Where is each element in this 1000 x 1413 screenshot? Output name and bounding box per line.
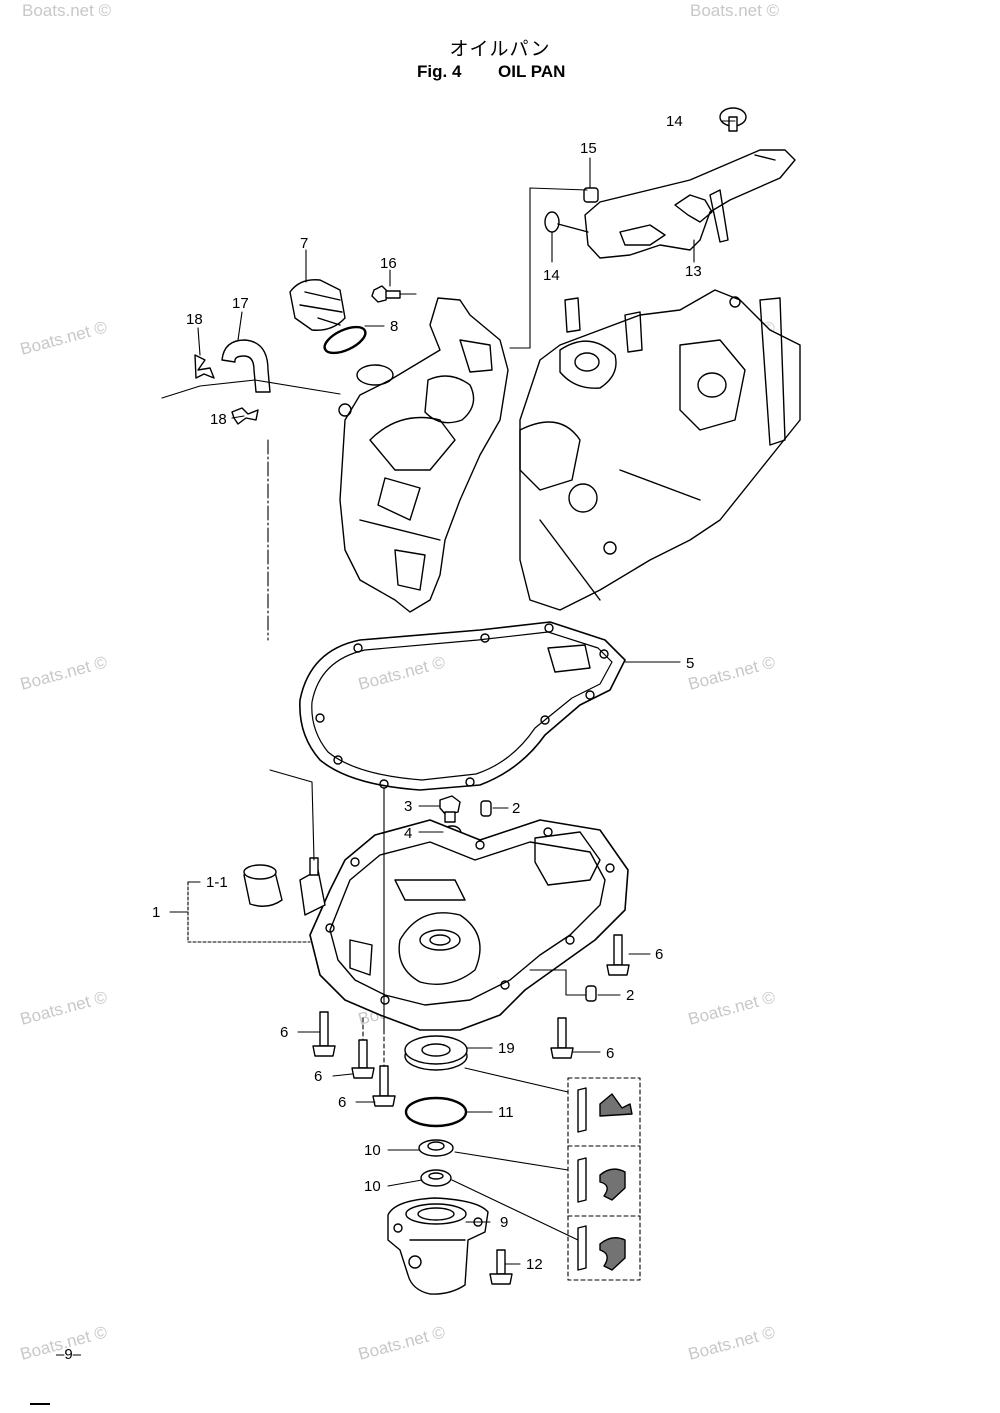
callout-15: 15: [580, 140, 597, 157]
collar-part-1-1: [243, 864, 283, 907]
callout-1: 1: [152, 904, 160, 921]
callout-3: 3: [404, 798, 412, 815]
oil-pan-part-1: [299, 819, 629, 1031]
callout-12: 12: [526, 1256, 543, 1273]
grommet-part-14-upper: [719, 107, 747, 132]
callout-6-right-lower: 6: [606, 1045, 614, 1062]
bracket-part-13: [584, 149, 796, 259]
callout-10-upper: 10: [364, 1142, 381, 1159]
hose-part-17: [221, 339, 271, 393]
callout-2-lower: 2: [626, 987, 634, 1004]
drain-plug-part-3: [439, 795, 461, 823]
leader-bracket-15: [509, 187, 588, 349]
watermark: Boats.net ©: [18, 652, 109, 694]
filler-cap-part-7: [289, 279, 346, 331]
title-japanese: オイルパン: [449, 38, 551, 60]
oil-seal-part-19: [404, 1035, 468, 1071]
o-ring-part-8: [323, 325, 367, 355]
leader-detail-19: [464, 1067, 569, 1093]
leader-detail-10b: [451, 1179, 579, 1241]
watermark: Boats.net ©: [686, 987, 777, 1029]
leader-17-18: [161, 379, 341, 399]
leader-detail-10a: [454, 1151, 569, 1171]
leader-1-top: [269, 769, 315, 861]
gasket-part-5: [299, 621, 626, 791]
watermark: Boats.net ©: [356, 652, 447, 694]
watermark: Boats.net ©: [690, 1, 780, 20]
callout-7: 7: [300, 235, 308, 252]
collar-part-15: [583, 187, 599, 203]
bolt-part-6-right-upper: [606, 934, 630, 976]
bracket-1: [187, 881, 311, 943]
seal-detail-box: [567, 1077, 641, 1281]
callout-1-1: 1-1: [206, 874, 228, 891]
callout-2-upper: 2: [512, 800, 520, 817]
leader-6d: [332, 1073, 353, 1077]
bearing-part-10-upper: [418, 1139, 454, 1157]
callout-9: 9: [500, 1214, 508, 1231]
watermark: Boats.net ©: [686, 652, 777, 694]
dowel-part-2-lower: [585, 985, 597, 1002]
callout-19: 19: [498, 1040, 515, 1057]
oil-pan-left-view: [338, 297, 509, 613]
callout-6-right-upper: 6: [655, 946, 663, 963]
watermark: Boats.net ©: [686, 1322, 777, 1364]
callout-5: 5: [686, 655, 694, 672]
callout-18-lower: 18: [210, 411, 227, 428]
leader-18a: [197, 327, 201, 356]
callout-4: 4: [404, 825, 412, 842]
housing-part-9: [387, 1197, 489, 1295]
watermark: Boats.net ©: [22, 1, 112, 20]
callout-17: 17: [232, 295, 249, 312]
callout-labels: 14 15 14 13 7 16 17 18 8 18 5 3 2 4 1-1 …: [152, 113, 702, 1273]
callout-18-upper: 18: [186, 311, 203, 328]
callout-8: 8: [390, 318, 398, 335]
oil-pan-right-view: [519, 289, 801, 611]
leader-10b: [387, 1179, 423, 1187]
callout-16: 16: [380, 255, 397, 272]
callout-10-lower: 10: [364, 1178, 381, 1195]
callout-14-lower: 14: [543, 267, 560, 284]
leader-2-lower: [529, 969, 587, 996]
callout-6-left-b: 6: [314, 1068, 322, 1085]
figure-label: Fig. 4: [417, 62, 462, 81]
bolt-part-6-right-lower: [550, 1017, 574, 1059]
callout-14-upper: 14: [666, 113, 683, 130]
watermark: Boats.net ©: [356, 1322, 447, 1364]
callout-6-left: 6: [280, 1024, 288, 1041]
bolt-part-12: [489, 1249, 513, 1285]
bolt-part-6-left-a: [312, 1011, 336, 1057]
leader-17: [237, 311, 243, 341]
callout-11: 11: [498, 1104, 514, 1121]
dowel-part-2-upper: [480, 800, 492, 817]
clip-part-18-lower: [231, 407, 259, 425]
page-number: –9–: [56, 1346, 82, 1363]
bolt-part-6-left-c: [372, 1065, 396, 1107]
figure-title: OIL PAN: [498, 62, 566, 81]
grommet-part-14-lower: [544, 211, 589, 233]
watermark: Boats.net ©: [18, 317, 109, 359]
clip-part-18-upper: [194, 354, 215, 379]
bolt-part-16: [371, 285, 401, 303]
leader-18b: [231, 415, 245, 419]
callout-13: 13: [685, 263, 702, 280]
watermark: Boats.net ©: [18, 987, 109, 1029]
bolt-part-6-left-b: [351, 1039, 375, 1079]
o-ring-part-11: [404, 1096, 468, 1128]
bearing-part-10-lower: [420, 1169, 452, 1187]
callout-6-left-c: 6: [338, 1094, 346, 1111]
